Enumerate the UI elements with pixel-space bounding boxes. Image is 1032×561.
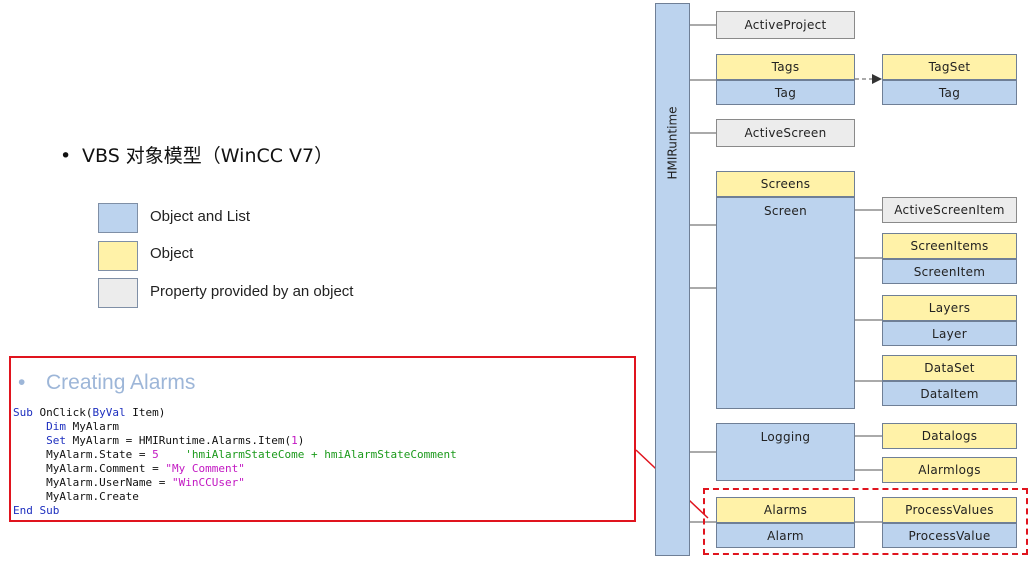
legend-swatch-object-list (98, 203, 138, 233)
code-highlight-box (9, 356, 636, 522)
legend-label-object: Object (150, 245, 194, 262)
hmiruntime-text: HMIRuntime (665, 106, 680, 180)
code-keyword: Sub (13, 406, 33, 419)
code-string: "WinCCUser" (171, 476, 245, 489)
node-activescreenitem: ActiveScreenItem (882, 197, 1017, 223)
node-alarms: Alarms (716, 497, 855, 523)
code-text: MyAlarm.Comment = (46, 462, 166, 475)
node-alarm: Alarm (716, 523, 855, 548)
alarms-highlight-box (703, 488, 1028, 555)
code-text: MyAlarm.UserName = (46, 476, 172, 489)
bullet-dot: • (18, 371, 26, 394)
node-alarmlogs: Alarmlogs (882, 457, 1017, 483)
code-text: MyAlarm.State = (46, 448, 153, 461)
node-tag: Tag (716, 80, 855, 105)
code-keyword: Dim (46, 420, 66, 433)
node-activescreen: ActiveScreen (716, 119, 855, 147)
creating-alarms-text: Creating Alarms (46, 371, 196, 394)
node-screens: Screens (716, 171, 855, 197)
node-logging: Logging (716, 423, 855, 481)
code-text: MyAlarm (66, 420, 119, 433)
node-screenitem: ScreenItem (882, 259, 1017, 284)
code-text: MyAlarm = HMIRuntime.Alarms.Item( (66, 434, 292, 447)
node-screen: Screen (716, 197, 855, 409)
code-text: OnClick( (32, 406, 93, 419)
legend-swatch-property (98, 278, 138, 308)
code-number: 5 (152, 448, 159, 461)
slide-title-text: VBS 对象模型（WinCC V7） (82, 145, 334, 167)
node-layer: Layer (882, 321, 1017, 346)
code-keyword: End Sub (13, 504, 60, 517)
code-comment: 'hmiAlarmStateCome + hmiAlarmStateCommen… (158, 448, 457, 461)
code-string: "My Comment" (165, 462, 245, 475)
code-text: Item) (125, 406, 166, 419)
node-datalogs: Datalogs (882, 423, 1017, 449)
code-text: ) (297, 434, 305, 447)
node-processvalue: ProcessValue (882, 523, 1017, 548)
legend-label-object-list: Object and List (150, 208, 251, 225)
code-listing: Sub OnClick(ByVal Item) Dim MyAlarm Set … (13, 406, 457, 518)
code-number: 1 (291, 434, 298, 447)
code-keyword: ByVal (92, 406, 126, 419)
node-dataitem: DataItem (882, 381, 1017, 406)
node-tagset: TagSet (882, 54, 1017, 80)
node-dataset: DataSet (882, 355, 1017, 381)
node-screenitems: ScreenItems (882, 233, 1017, 259)
code-keyword: Set (46, 434, 66, 447)
code-text: MyAlarm.Create (46, 490, 139, 503)
legend-swatch-object (98, 241, 138, 271)
node-activeproject: ActiveProject (716, 11, 855, 39)
node-processvalues: ProcessValues (882, 497, 1017, 523)
arrow-head (872, 74, 882, 84)
hmiruntime-label: HMIRuntime (655, 3, 690, 283)
hmiruntime-bar (655, 3, 690, 556)
node-layers: Layers (882, 295, 1017, 321)
node-tags: Tags (716, 54, 855, 80)
bullet-dot: • (60, 145, 72, 167)
creating-alarms-heading: • Creating Alarms (18, 371, 195, 395)
legend-label-property: Property provided by an object (150, 283, 354, 300)
slide-title: • VBS 对象模型（WinCC V7） (60, 141, 333, 168)
node-tagset-tag: Tag (882, 80, 1017, 105)
